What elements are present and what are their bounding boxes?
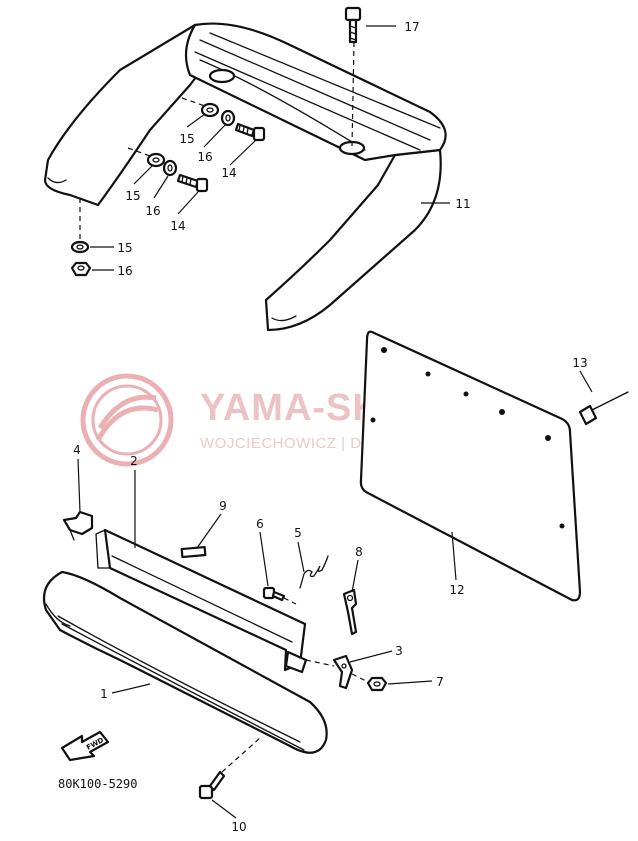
watermark-logo-icon [80,373,174,467]
back-plate [359,330,582,602]
callout-9: 9 [219,499,227,513]
bolt-17 [344,6,362,44]
callout-8: 8 [355,545,363,559]
callout-11: 11 [455,197,470,211]
diagram-code: 80K100-5290 [58,777,137,791]
callout-14-middle: 14 [170,219,185,233]
bolt-14-middle [176,173,209,193]
clip-4 [62,510,94,541]
callout-1: 1 [100,687,108,701]
callout-15-lower: 15 [117,241,132,255]
spring-5 [299,555,329,589]
callout-labels: 17 11 15 16 14 15 16 14 15 16 13 4 2 9 6… [73,20,587,834]
callout-4: 4 [73,443,81,457]
bolt-10-guide [221,737,261,773]
callout-5: 5 [294,526,302,540]
label-9 [180,545,207,559]
callout-16-lower: 16 [117,264,132,278]
callout-2: 2 [130,454,138,468]
callout-13: 13 [572,356,587,370]
callout-12: 12 [449,583,464,597]
callout-16-upper: 16 [197,150,212,164]
callout-15-upper: 15 [179,132,194,146]
callout-16-middle: 16 [145,204,160,218]
callout-6: 6 [256,517,264,531]
key-8 [342,588,358,636]
callout-14-upper: 14 [221,166,236,180]
grab-rail [43,22,447,332]
lower-cushion [42,570,328,754]
bolt-6 [262,586,286,602]
callout-3: 3 [395,644,403,658]
bolt-14-upper [234,122,266,142]
lockwasher-16-middle [162,159,178,177]
lockwasher-16-upper [220,109,236,127]
leader-lines [77,25,593,819]
callout-17: 17 [404,20,419,34]
fwd-arrow-icon: FWD [60,730,110,762]
callout-15-middle: 15 [125,189,140,203]
latch-guide [305,659,335,667]
latch-3 [332,654,354,690]
callout-7: 7 [436,675,444,689]
nut-16-lower [70,261,92,277]
upper-hardware-guide [181,97,206,107]
middle-hardware-guide [127,147,151,157]
callout-10: 10 [231,820,246,834]
washer-15-middle [146,152,166,168]
nut-7 [366,676,388,692]
washer-15-upper [200,102,220,118]
rivet-13 [578,391,629,426]
bracket-2 [95,528,308,674]
bolt-10 [198,770,226,800]
washer-15-lower [70,240,90,254]
nut-7-guide [351,673,369,683]
bolt-6-guide [283,597,297,605]
